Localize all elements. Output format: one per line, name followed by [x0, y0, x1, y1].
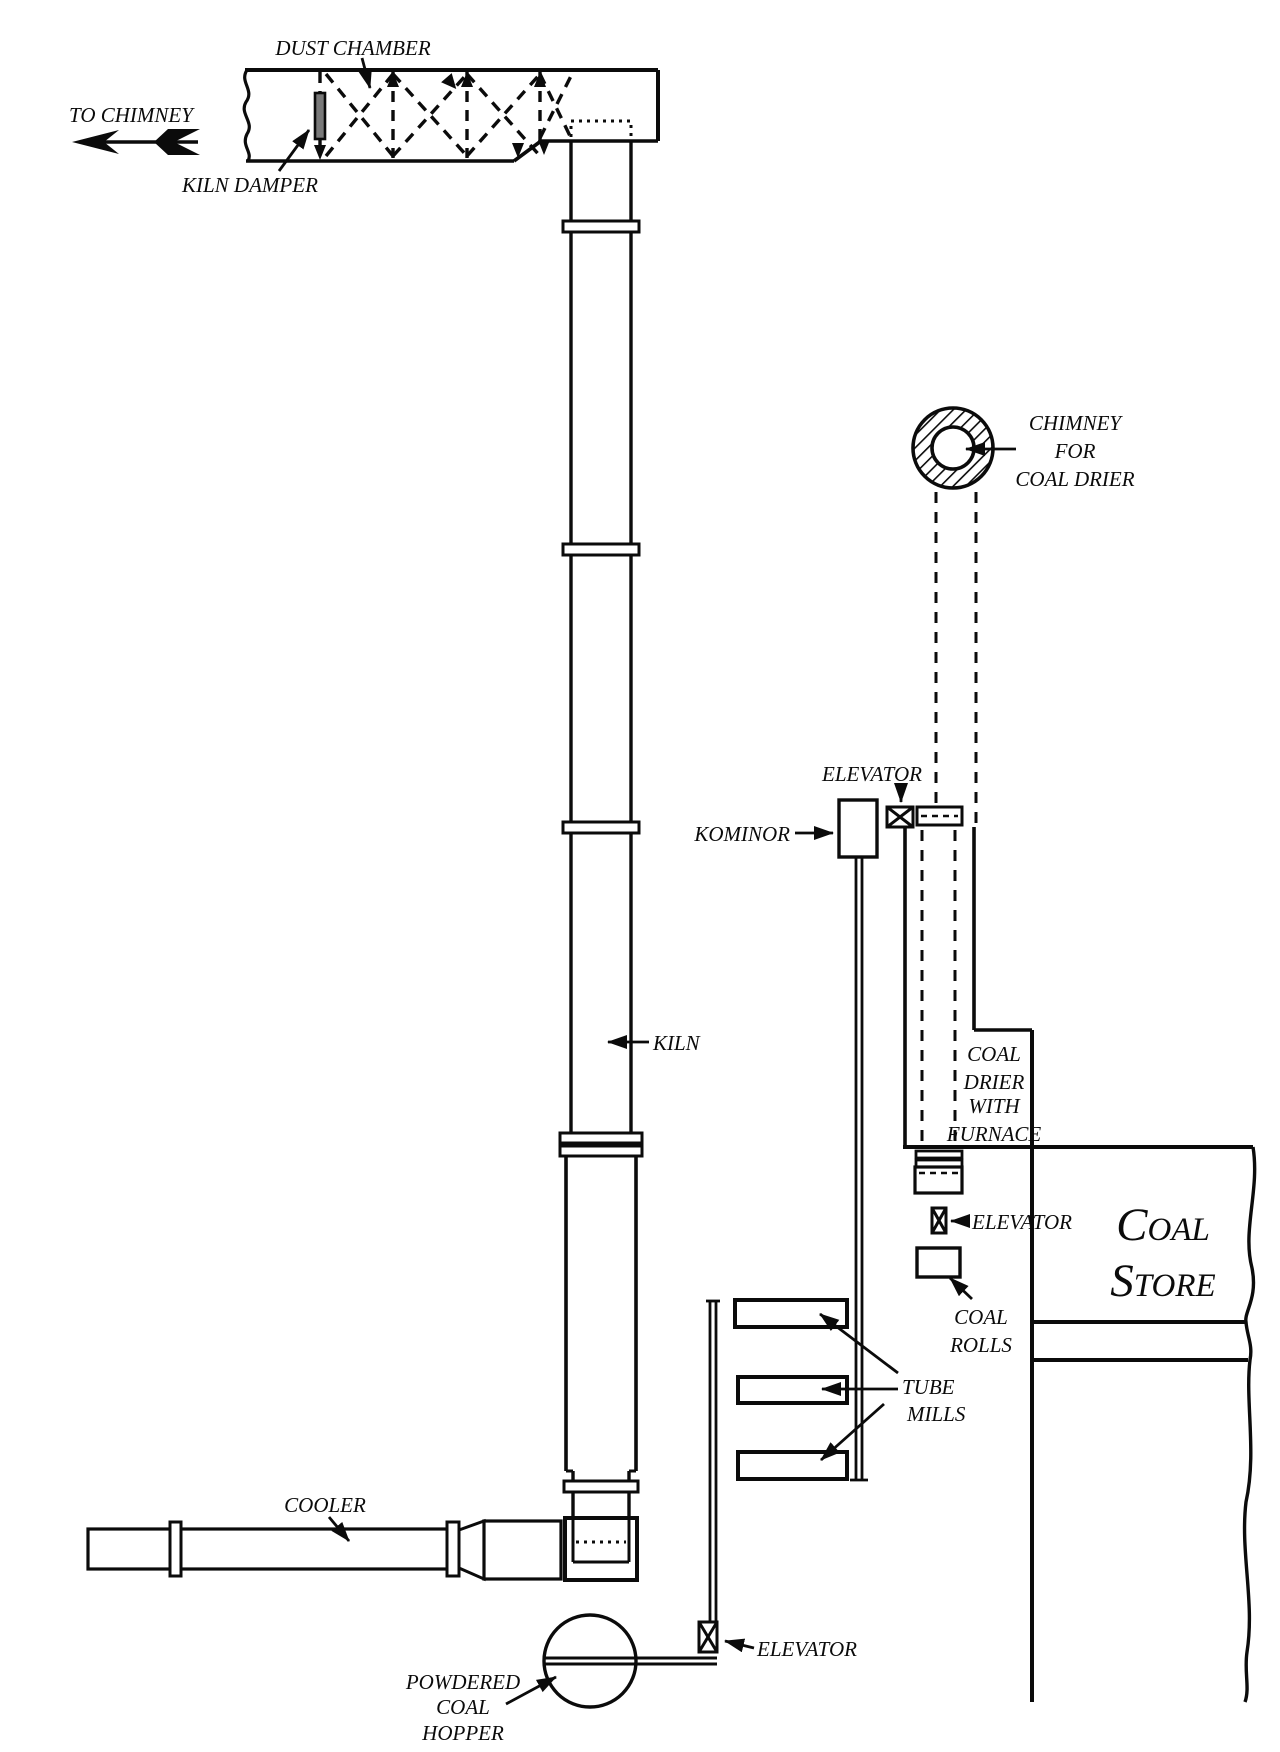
kiln-flange: [558, 1131, 644, 1145]
label-coal-drier-line3: WITH: [968, 1094, 1021, 1118]
label-kominor: KOMINOR: [693, 822, 790, 846]
kiln-flange: [561, 542, 641, 557]
flow-arrowheads: [314, 72, 550, 160]
drier-inner-dashed: [920, 830, 957, 1143]
tube-mill-3: [736, 1450, 849, 1481]
chimney-hatched-annulus: [913, 408, 993, 488]
arrow-head: [72, 130, 119, 154]
label-coal-drier-line1: COAL: [967, 1042, 1021, 1066]
elevator-mid-symbol: [930, 1206, 948, 1235]
label-chimney-line1: CHIMNEY: [1029, 411, 1123, 435]
label-tube-mills-line1: TUBE: [902, 1375, 955, 1399]
arrow-fletch: [154, 129, 200, 155]
label-elevator-top: ELEVATOR: [821, 762, 922, 786]
leader-elevator-bottom: [724, 1638, 755, 1653]
screw-conveyor: [545, 1656, 717, 1666]
store-torn-right-edge: [1242, 1146, 1257, 1703]
leader-arrows: [277, 57, 1016, 1706]
label-coal-store-line2: STORE: [1110, 1255, 1215, 1307]
kiln-hood: [563, 1516, 639, 1582]
dust-chamber: [242, 68, 660, 163]
kiln-flange: [558, 1144, 644, 1158]
label-coal-store-line1: COAL: [1116, 1199, 1210, 1251]
label-kiln: KILN: [652, 1031, 701, 1055]
leader-cooler: [327, 1516, 351, 1542]
leader-tube-mill-1: [819, 1312, 899, 1375]
coal-rolls: [915, 1246, 962, 1279]
label-to-chimney: TO CHIMNEY: [69, 103, 195, 127]
label-elevator-bottom: ELEVATOR: [756, 1637, 857, 1661]
coal-store: [1030, 1030, 1257, 1703]
chimney-flue-dashed: [934, 492, 978, 828]
label-chimney-line3: COAL DRIER: [1015, 467, 1134, 491]
break-edge-wavy: [242, 69, 251, 162]
label-dust-chamber: DUST CHAMBER: [274, 36, 431, 60]
drier-discharge-flange: [914, 1149, 964, 1160]
to-chimney-arrow: [72, 129, 200, 155]
drier-feed-box: [915, 805, 964, 827]
cooler-drive-block: [482, 1519, 563, 1581]
label-tube-mills-line2: MILLS: [906, 1402, 966, 1426]
kiln-damper: [313, 91, 327, 141]
label-hopper-line3: HOPPER: [421, 1721, 504, 1745]
kiln-flange: [561, 820, 641, 835]
coal-drier: [903, 805, 1253, 1195]
label-elevator-mid: ELEVATOR: [971, 1210, 1072, 1234]
kiln: [558, 141, 644, 1518]
label-hopper-line1: POWDERED: [405, 1670, 520, 1694]
leader-dust-chamber: [358, 57, 372, 89]
elevator-bottom-symbol: [697, 1620, 719, 1654]
label-chimney-line2: FOR: [1054, 439, 1096, 463]
cooler: [86, 1518, 563, 1582]
label-coal-drier-line4: FURNACE: [946, 1122, 1042, 1146]
label-coal-drier-line2: DRIER: [963, 1070, 1025, 1094]
kiln-flange: [562, 1479, 640, 1494]
cooler-cone: [457, 1518, 486, 1582]
label-coal-rolls-line2: ROLLS: [949, 1333, 1012, 1357]
label-coal-rolls-line1: COAL: [954, 1305, 1008, 1329]
kominor: [837, 798, 879, 1482]
label-cooler: COOLER: [284, 1493, 366, 1517]
powdered-coal-hopper: [542, 1613, 717, 1709]
elevator-top-symbol: [885, 805, 915, 829]
tube-mills: [706, 1298, 849, 1622]
drier-discharge-box: [913, 1165, 964, 1195]
leader-kiln-damper: [277, 129, 311, 172]
leader-coal-rolls: [949, 1276, 973, 1301]
kiln-inlet-dotted-box: [569, 119, 633, 143]
leader-tube-mill-3: [820, 1402, 885, 1462]
tube-mill-1: [733, 1298, 849, 1329]
leader-hopper: [505, 1675, 557, 1706]
chimney-for-coal-drier: [911, 406, 995, 828]
cooler-flange: [168, 1520, 183, 1578]
label-kiln-damper: KILN DAMPER: [181, 173, 318, 197]
cooler-flange: [445, 1520, 461, 1578]
label-hopper-line2: COAL: [436, 1695, 490, 1719]
kiln-flange: [561, 219, 641, 234]
